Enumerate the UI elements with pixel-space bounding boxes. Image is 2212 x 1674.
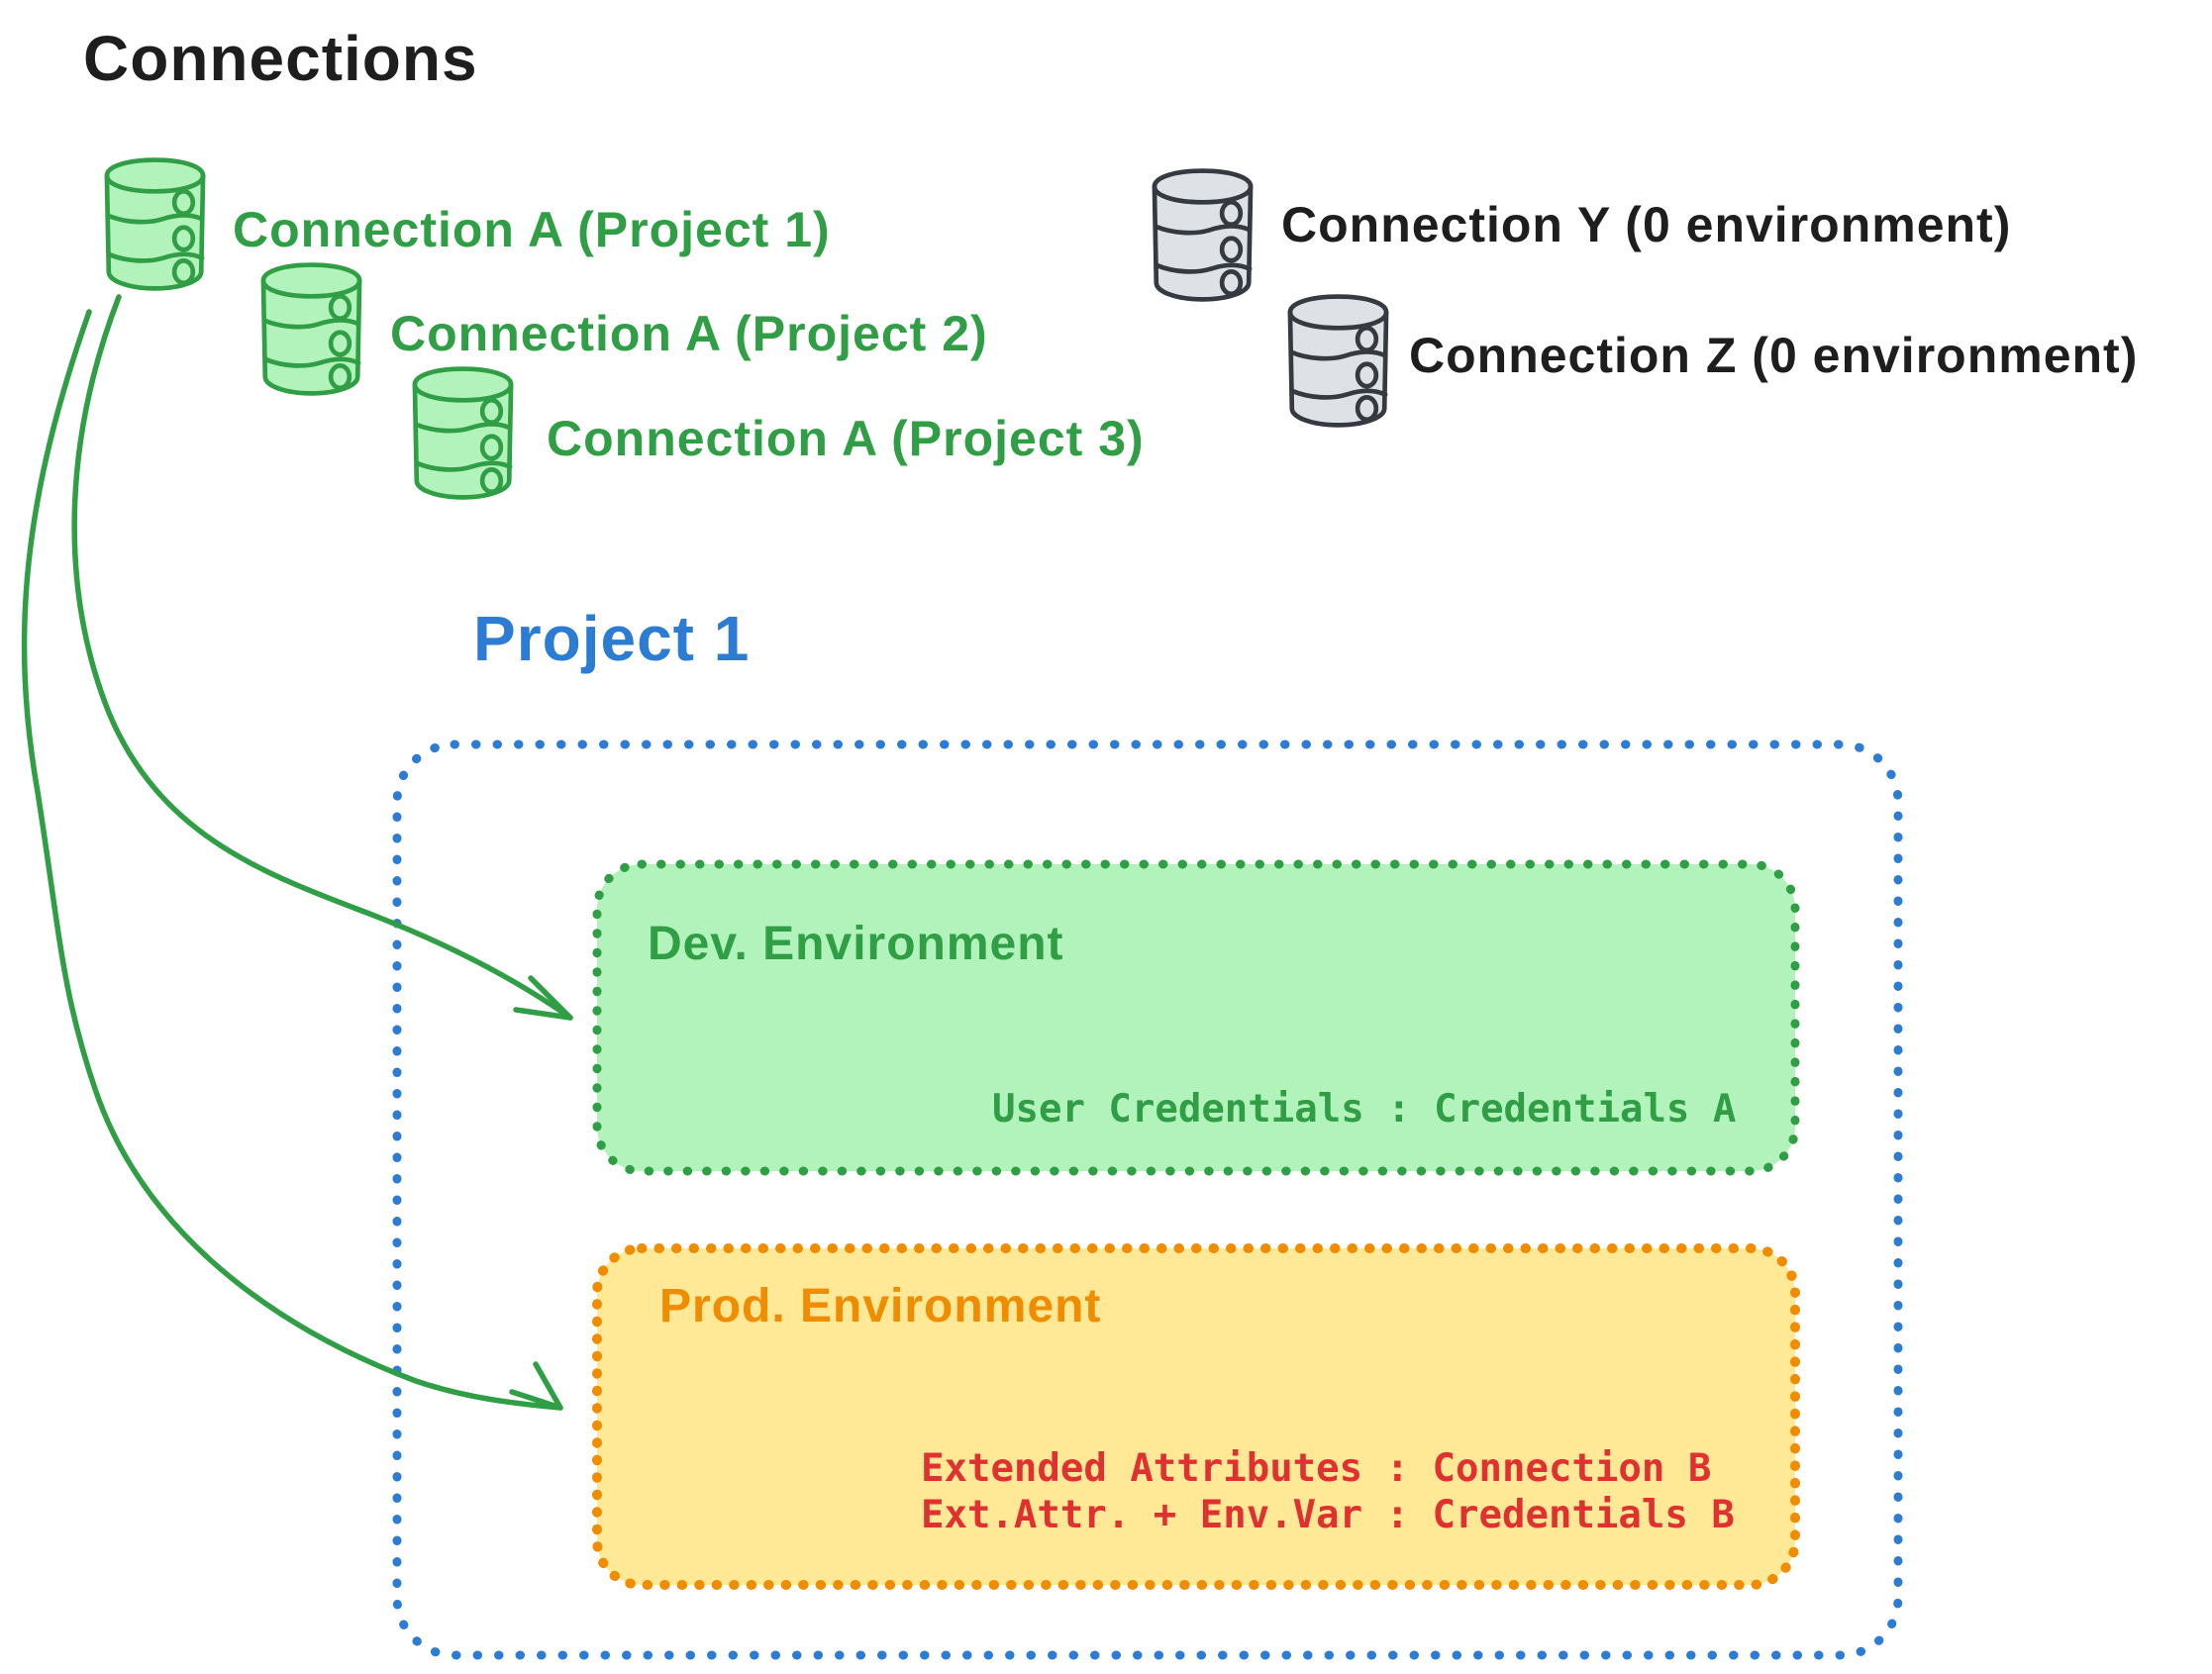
connection-label-y: Connection Y (0 environment) <box>1281 197 2012 252</box>
database-icon-connection-z <box>1282 290 1394 431</box>
database-icon-connection-y <box>1147 164 1258 305</box>
prod-mapping-line-1: Extended Attributes : Connection B <box>921 1446 1712 1491</box>
database-icon-connection-a-project-3 <box>407 362 519 503</box>
project-1-title: Project 1 <box>473 603 751 674</box>
database-icon-connection-a-project-2 <box>255 258 367 399</box>
prod-environment-box <box>592 1243 1800 1590</box>
dev-environment-box <box>592 859 1800 1176</box>
diagram-title: Connections <box>83 23 478 94</box>
prod-environment-title: Prod. Environment <box>659 1280 1102 1332</box>
dev-environment-mapping: User Credentials : Credentials A <box>992 1087 1737 1132</box>
connection-label-a-project-3: Connection A (Project 3) <box>547 411 1145 466</box>
database-icon-connection-a-project-1 <box>99 153 211 294</box>
connection-label-a-project-2: Connection A (Project 2) <box>390 306 988 361</box>
prod-environment-mappings: Extended Attributes : Connection B Ext.A… <box>921 1445 1735 1538</box>
prod-mapping-line-2: Ext.Attr. + Env.Var : Credentials B <box>921 1493 1735 1537</box>
connection-label-z: Connection Z (0 environment) <box>1409 328 2139 383</box>
connection-label-a-project-1: Connection A (Project 1) <box>233 202 831 257</box>
dev-environment-title: Dev. Environment <box>648 918 1064 970</box>
